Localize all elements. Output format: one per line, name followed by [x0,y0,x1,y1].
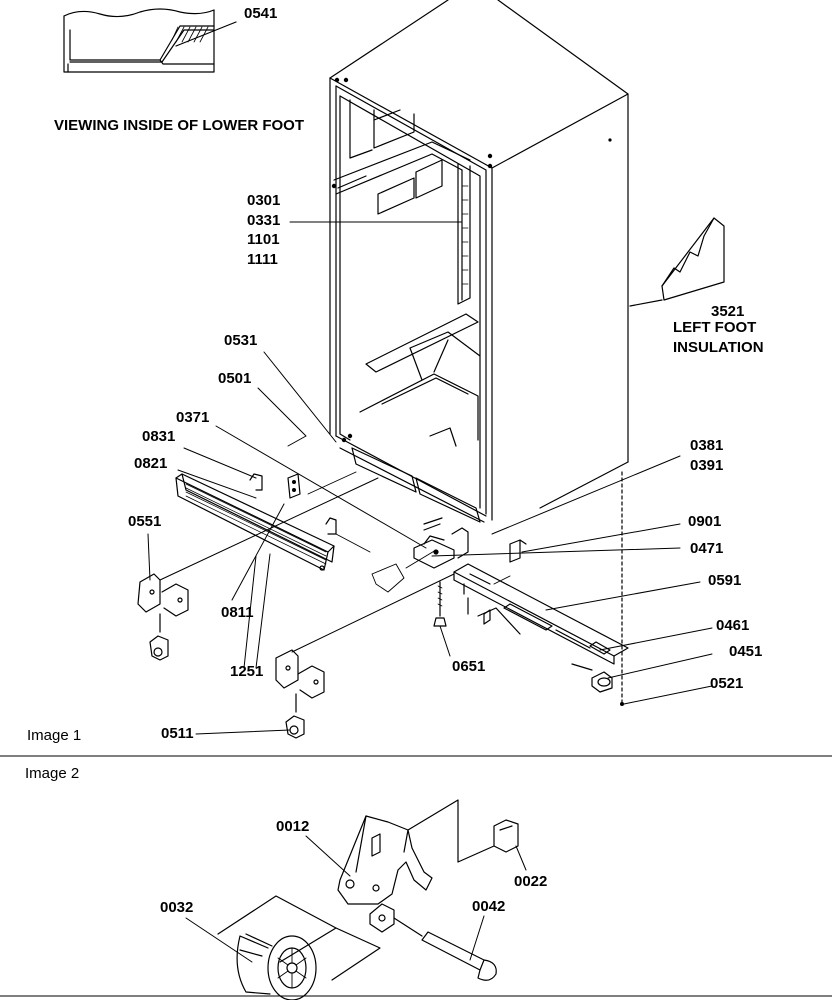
left-foot-insulation [629,217,725,307]
part-label-0022: 0022 [514,873,548,890]
part-label-0591: 0591 [708,572,742,589]
image2-caption: Image 2 [25,765,80,782]
part-label-3521: 3521 [711,303,745,320]
part-label-0301: 0301 [247,192,281,209]
part-label-0331: 0331 [247,211,281,229]
leader-lines-image1 [147,221,713,735]
left-foot-caption-line2: INSULATION [673,339,764,356]
part-label-0012: 0012 [276,818,310,835]
part-label-0811: 0811 [221,604,254,621]
image1-caption: Image 1 [27,727,82,744]
refrigerator-cabinet [329,0,629,523]
part-label-1111: 1111 [247,250,278,268]
toe-grille [175,473,335,571]
inset-caption: VIEWING INSIDE OF LOWER FOOT [54,117,304,134]
part-label-0831: 0831 [142,428,176,445]
part-label-0541: 0541 [244,5,278,22]
part-label-0042: 0042 [472,898,506,915]
part-label-0521: 0521 [710,675,744,692]
roller-assembly [217,799,519,1000]
part-label-0511: 0511 [161,725,194,742]
part-label-0651: 0651 [452,658,486,675]
grille-clips [249,473,337,535]
part-label-0461: 0461 [716,617,750,634]
left-roller-bracket [137,573,189,661]
right-roller-bracket [275,649,325,739]
part-label-0501: 0501 [218,370,252,387]
part-label-0821: 0821 [134,455,168,472]
part-label-1251: 1251 [230,663,264,680]
part-label-0391: 0391 [690,457,724,474]
part-label-0471: 0471 [690,540,724,557]
part-label-stack-rail: 0301 0331 1101 1111 [247,191,280,269]
part-label-0451: 0451 [729,643,763,660]
part-label-1101: 1101 [247,231,280,248]
part-label-0551: 0551 [128,513,162,530]
leveling-assembly [413,471,629,706]
left-foot-caption-line1: LEFT FOOT [673,319,757,336]
part-label-0381: 0381 [690,437,724,454]
part-label-0371: 0371 [176,409,210,426]
leader-lines-image2 [185,835,527,963]
part-label-0901: 0901 [688,513,722,530]
lower-foot-inset [63,8,237,73]
part-label-0531: 0531 [224,332,258,349]
assembly-lines [307,471,511,593]
part-label-0032: 0032 [160,899,194,916]
